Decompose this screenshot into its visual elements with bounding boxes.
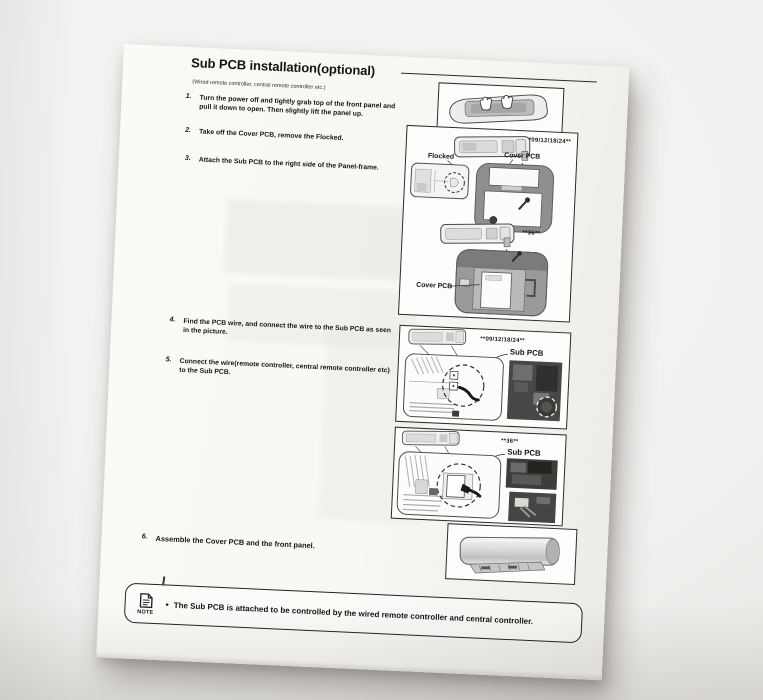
indoor-unit-drawing [440, 223, 515, 248]
screw-hole [489, 216, 498, 224]
chassis-drawing [402, 353, 504, 421]
flocked-inset-drawing [410, 162, 470, 200]
pcb-wire [466, 488, 482, 498]
heat-exchanger-fins [404, 454, 430, 488]
panel-frame-drawing [474, 162, 555, 234]
note-callout: NOTE • The Sub PCB is attached to be con… [123, 582, 584, 644]
dashed-highlight [444, 172, 465, 193]
chassis-drawing [396, 451, 502, 519]
connector [459, 278, 471, 287]
indoor-unit-drawing [401, 430, 460, 446]
note-bullet: • [165, 599, 169, 610]
photo-thumbnail [505, 458, 558, 490]
screw-icon [518, 197, 531, 211]
instruction-step-3: 3. Attach the Sub PCB to the right side … [185, 155, 407, 174]
step-number: 6. [141, 533, 148, 541]
open-panel-drawing [449, 94, 548, 124]
photo-thumbnail [506, 360, 563, 422]
ac-vent [469, 561, 546, 574]
instruction-step-1: 1. Turn the power off and tightly grab t… [185, 93, 400, 121]
panel-frame-drawing-36 [454, 249, 549, 317]
figure-open-front-panel [436, 82, 565, 134]
cover-pcb-label: Cover PCB [504, 152, 540, 161]
note-document-icon [139, 592, 153, 608]
step-text: Attach the Sub PCB to the right side of … [198, 156, 379, 172]
page-bleedthrough [223, 198, 422, 282]
step-number: 3. [184, 154, 191, 163]
figure-sub-pcb-36: **36** Sub PCB [390, 426, 567, 527]
photo-thumbnail [508, 491, 557, 524]
cover-pcb-part [480, 271, 513, 310]
model-variant-label: **09/12/18/24** [526, 137, 572, 145]
page-title: Sub PCB installation(optional) [190, 55, 376, 79]
cover-pcb-label: Cover PCB [416, 282, 452, 291]
model-variant-label: **09/12/18/24** [480, 336, 525, 344]
model-variant-label: **36** [522, 230, 540, 237]
leader-line [449, 284, 480, 287]
dashed-highlight [442, 364, 485, 407]
manual-page: Sub PCB installation(optional) (Wired re… [96, 44, 630, 681]
dashed-highlight [436, 463, 481, 508]
step-text: Take off the Cover PCB, remove the Flock… [198, 128, 344, 143]
instruction-step-6: 6. Assemble the Cover PCB and the front … [141, 533, 421, 556]
page-subtitle: (Wired remote controller, central remote… [192, 79, 326, 92]
note-icon-block: NOTE [125, 591, 166, 616]
figure-cover-pcb: **09/12/18/24** Cover PCB [398, 124, 579, 323]
indoor-unit-drawing [408, 328, 467, 345]
cover-pcb-part [488, 166, 540, 188]
pcb-connector [521, 151, 529, 161]
vent-lines [409, 402, 455, 414]
sub-pcb-label: Sub PCB [507, 447, 541, 458]
screw-icon [511, 251, 522, 263]
cover-pcb-diagram: **09/12/18/24** Cover PCB [410, 136, 572, 317]
note-badge-label: NOTE [137, 608, 154, 616]
heat-exchanger-fins [411, 356, 444, 375]
step-text: Turn the power off and tightly grab top … [199, 94, 396, 119]
sub-pcb-diagram-36: **36** Sub PCB [396, 430, 558, 524]
assembled-unit-drawing [459, 536, 560, 574]
figure-sub-pcb-091218: **09/12/18/24** Sub PCB [395, 324, 572, 430]
ac-end-cap [545, 538, 560, 565]
figure-assembled-unit [445, 523, 578, 586]
title-rule [400, 72, 597, 83]
sub-pcb-diagram: **09/12/18/24** Sub PCB [402, 328, 563, 422]
step-number: 4. [169, 316, 176, 324]
step-number: 2. [184, 126, 192, 135]
step-text: Assemble the Cover PCB and the front pan… [155, 533, 315, 551]
model-variant-label: **36** [501, 438, 519, 445]
sub-pcb-label: Sub PCB [510, 347, 544, 358]
step-number: 1. [185, 92, 192, 101]
hand-icon [479, 96, 493, 111]
hand-icon [500, 95, 514, 109]
vent-lines [402, 494, 443, 512]
note-text: The Sub PCB is attached to be controlled… [173, 600, 534, 627]
flocked-label: Flocked [428, 153, 454, 161]
instruction-step-2: 2. Take off the Cover PCB, remove the Fl… [185, 127, 399, 146]
pcb-wire [457, 385, 480, 402]
step-number: 5. [165, 356, 172, 364]
note-body: • The Sub PCB is attached to be controll… [165, 599, 533, 626]
indoor-unit-drawing [454, 136, 531, 161]
